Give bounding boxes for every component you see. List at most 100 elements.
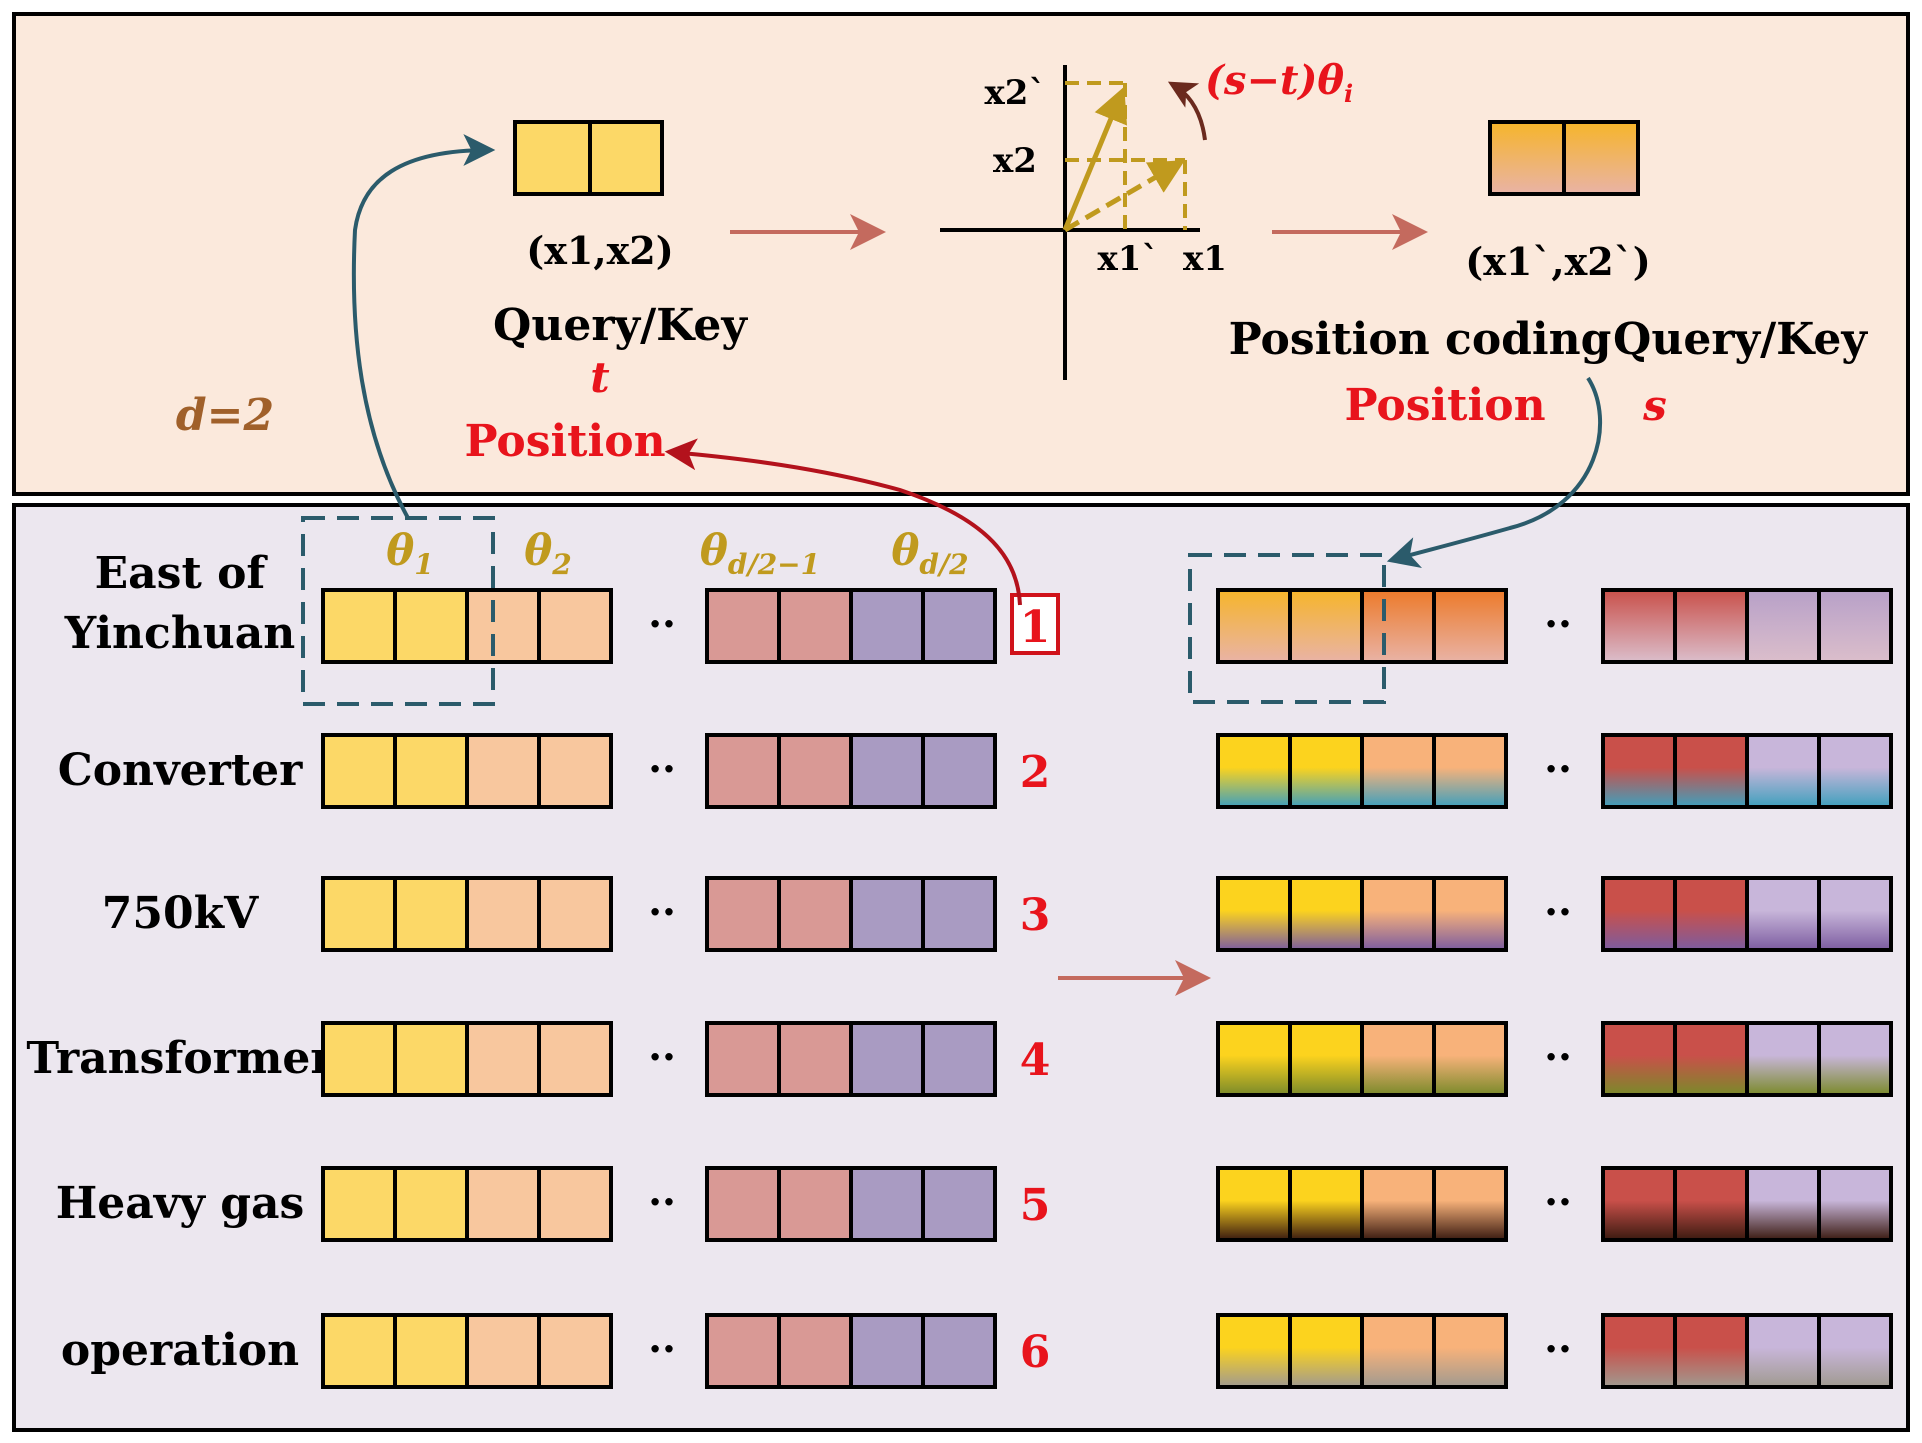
embedding-cell xyxy=(705,1166,781,1242)
encoded-cell xyxy=(1360,588,1436,664)
input-position-word: Position xyxy=(464,416,665,467)
embedding-cell xyxy=(849,733,925,809)
input-query-key-label: Query/Key xyxy=(493,300,748,351)
encoded-cell xyxy=(1360,1166,1436,1242)
encoded-cell xyxy=(1745,1166,1821,1242)
embedding-cell xyxy=(321,876,397,952)
embedding-cell xyxy=(321,1166,397,1242)
embedding-cell xyxy=(849,588,925,664)
embedding-cell xyxy=(537,1313,613,1389)
encoded-cell xyxy=(1216,1313,1292,1389)
ellipsis: ·· xyxy=(648,746,676,793)
encoded-cell xyxy=(1360,1021,1436,1097)
ellipsis: ·· xyxy=(1544,1034,1572,1081)
encoded-cell xyxy=(1601,1313,1677,1389)
ellipsis: ·· xyxy=(648,889,676,936)
encoded-cell xyxy=(1817,733,1893,809)
encoded-cell xyxy=(1288,1166,1364,1242)
embedding-cell xyxy=(777,733,853,809)
ellipsis: ·· xyxy=(1544,889,1572,936)
token-row-6: operation··6·· xyxy=(61,1313,1893,1389)
position-index: 4 xyxy=(1020,1035,1051,1086)
encoded-cell xyxy=(1601,588,1677,664)
encoded-cell xyxy=(1432,733,1508,809)
encoded-cell xyxy=(1432,1021,1508,1097)
encoded-cell xyxy=(1673,1166,1749,1242)
encoded-cell xyxy=(1745,1021,1821,1097)
encoded-cell xyxy=(1601,876,1677,952)
embedding-cell xyxy=(777,1021,853,1097)
embedding-cell xyxy=(393,1166,469,1242)
dimension-label: d=2 xyxy=(176,390,274,441)
encoded-cell xyxy=(1745,876,1821,952)
input-coords: (x1,x2) xyxy=(526,228,673,273)
encoded-cell xyxy=(1216,588,1292,664)
ellipsis: ·· xyxy=(648,1179,676,1226)
encoded-cell xyxy=(1288,733,1364,809)
encoded-cell xyxy=(1745,588,1821,664)
ellipsis: ·· xyxy=(648,601,676,648)
query-key-input-cells xyxy=(513,120,664,196)
encoded-cell xyxy=(1432,876,1508,952)
encoded-cell xyxy=(1673,876,1749,952)
encoded-cell xyxy=(1360,876,1436,952)
encoded-cell xyxy=(1216,1021,1292,1097)
embedding-cell xyxy=(705,1313,781,1389)
embedding-cell xyxy=(465,733,541,809)
encoded-cell xyxy=(1432,1166,1508,1242)
output-position-word: Position xyxy=(1344,380,1545,431)
token-label: Heavy gas xyxy=(56,1178,305,1229)
ellipsis: ·· xyxy=(1544,746,1572,793)
embedding-cell xyxy=(321,1313,397,1389)
encoded-cell xyxy=(1216,733,1292,809)
output-position-coding-label: Position coding xyxy=(1229,314,1612,365)
embedding-cell xyxy=(921,1313,997,1389)
theta-label-1: θ1 xyxy=(386,526,434,581)
encoded-cell xyxy=(1601,733,1677,809)
encoded-cell xyxy=(1360,733,1436,809)
encoded-cell xyxy=(1817,588,1893,664)
theta-label-3: θd/2−1 xyxy=(700,526,820,581)
embedding-cell xyxy=(393,876,469,952)
token-label: Converter xyxy=(58,745,303,796)
encoded-cell xyxy=(1216,876,1292,952)
red-arrow-to-position xyxy=(664,438,1022,606)
embedding-cell xyxy=(849,1166,925,1242)
encoded-cell xyxy=(1817,1166,1893,1242)
embedding-cell xyxy=(705,876,781,952)
encoded-cell xyxy=(1601,1021,1677,1097)
embedding-cell xyxy=(321,588,397,664)
theta-label-4: θd/2 xyxy=(891,526,968,581)
encoded-cell xyxy=(1288,876,1364,952)
position-index: 6 xyxy=(1020,1327,1051,1378)
embedding-cell xyxy=(921,588,997,664)
rotation-plot xyxy=(940,65,1207,380)
embedding-cell xyxy=(537,733,613,809)
encoded-cell xyxy=(1673,733,1749,809)
encoded-cell xyxy=(1817,1313,1893,1389)
embedding-cell xyxy=(537,588,613,664)
position-index: 3 xyxy=(1020,890,1051,941)
input-position-var: t xyxy=(590,353,609,402)
embedding-cell xyxy=(777,1166,853,1242)
axis-label-x1: x1 xyxy=(1183,239,1227,279)
teal-arrow-to-output xyxy=(1386,376,1603,569)
encoded-cell xyxy=(1745,733,1821,809)
position-index: 2 xyxy=(1020,747,1051,798)
encoded-cell xyxy=(1745,1313,1821,1389)
embedding-cell xyxy=(465,1021,541,1097)
embedding-cell xyxy=(321,733,397,809)
token-row-2: Converter ·· 2 ·· xyxy=(58,733,1893,809)
embedding-cell xyxy=(705,1021,781,1097)
embedding-cell xyxy=(465,1166,541,1242)
embedding-cell xyxy=(537,1021,613,1097)
encoded-cell xyxy=(1601,1166,1677,1242)
embedding-cell xyxy=(393,1021,469,1097)
embedding-cell xyxy=(321,1021,397,1097)
position-index: 5 xyxy=(1020,1180,1051,1231)
theta-label-2: θ2 xyxy=(524,526,572,581)
position-index: 1 xyxy=(1020,602,1051,653)
